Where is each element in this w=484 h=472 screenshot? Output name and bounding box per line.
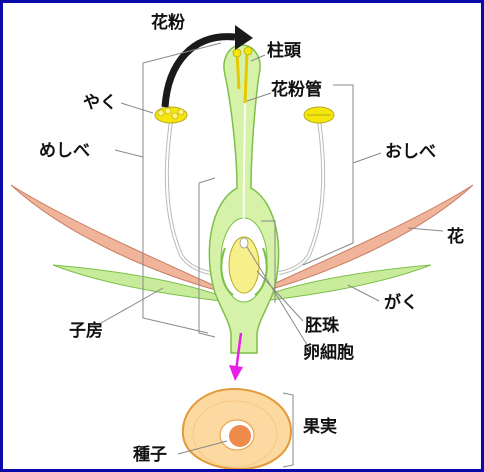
anther-leader (121, 103, 153, 113)
stigma-tube-1 (237, 53, 239, 89)
flower-diagram (3, 3, 481, 469)
label-fruit: 果実 (303, 419, 337, 436)
seed-core (229, 425, 251, 447)
label-ovary: 子房 (69, 323, 103, 340)
pollen-grain-stigma-2 (244, 47, 252, 55)
sepal-leader (348, 285, 379, 301)
label-pistil: めしべ (39, 143, 90, 160)
petal-leader (408, 228, 443, 231)
label-pollen-tube: 花粉管 (271, 82, 322, 99)
label-stigma: 柱頭 (267, 43, 301, 60)
label-sepal: がく (384, 295, 418, 312)
label-stamen: おしべ (385, 144, 436, 161)
ovary-leader (101, 288, 163, 323)
label-pollen: 花粉 (151, 15, 185, 32)
filament-right-inner (279, 121, 323, 273)
pollen-grain-stigma-1 (233, 49, 241, 57)
stamen-leader (353, 153, 381, 163)
label-ovule: 胚珠 (305, 318, 339, 335)
egg-cell-shape (240, 238, 248, 248)
filament-left (167, 121, 211, 273)
label-seed: 種子 (133, 447, 167, 464)
filament-left-inner (167, 121, 211, 273)
filament-right (279, 121, 323, 273)
label-egg-cell: 卵細胞 (303, 345, 354, 362)
magenta-arrow-head (229, 365, 243, 381)
label-petal: 花 (447, 229, 464, 246)
stigma-tube-2 (245, 53, 247, 103)
pistil-leader (115, 150, 143, 157)
label-anther: やく (83, 95, 117, 112)
